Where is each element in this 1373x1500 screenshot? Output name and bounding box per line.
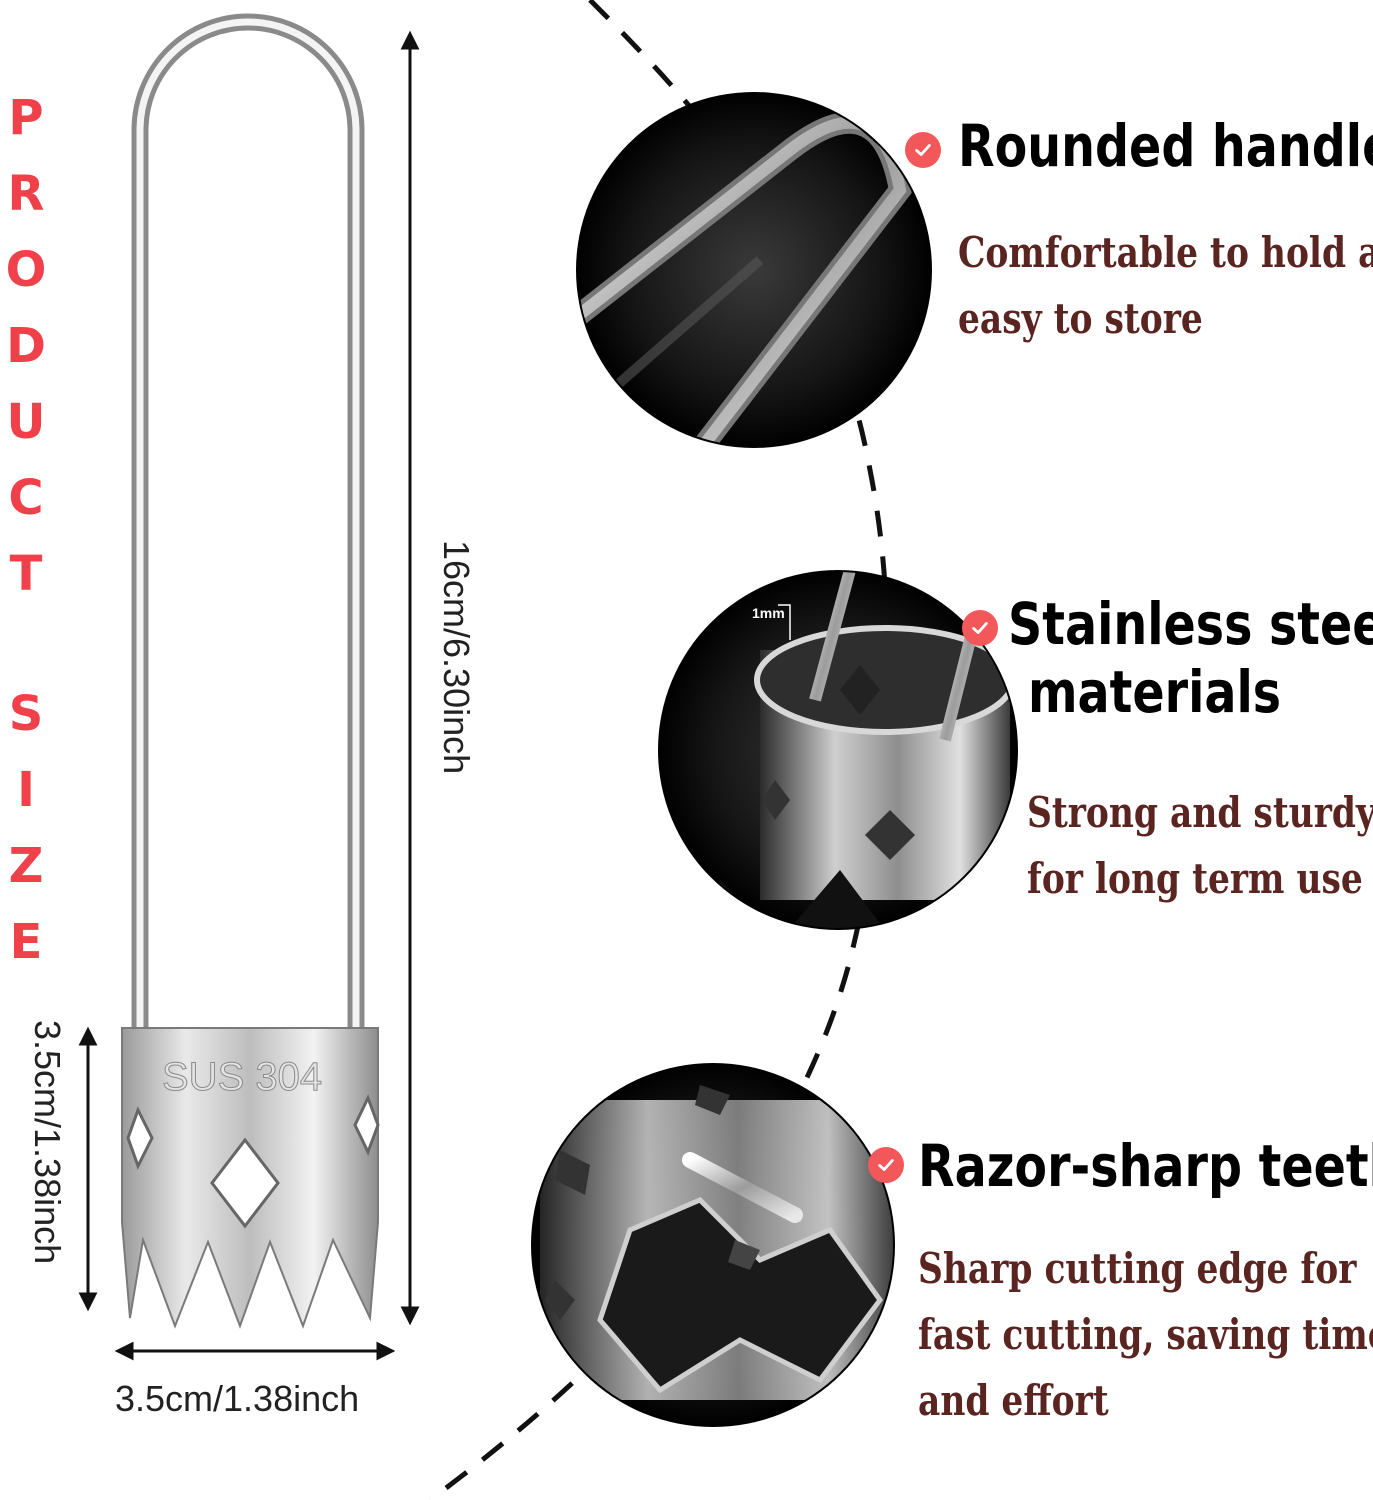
letter: S [8, 686, 44, 742]
letter: C [8, 470, 44, 526]
product-size-vertical-title: P R O D U C T S I Z E [0, 80, 52, 980]
detail-circle-steel: 1mm [658, 570, 1018, 930]
feature-title: Rounded handle [958, 112, 1373, 180]
feature-stainless-steel: Stainless steel materials [1008, 590, 1373, 726]
total-height-label: 16cm/6.30inch [436, 540, 477, 775]
feature-stainless-steel-desc: Strong and sturdy for long term use [1027, 780, 1373, 912]
letter: R [7, 166, 45, 222]
letter: U [6, 394, 46, 450]
letter: I [17, 762, 35, 818]
feature-title: materials [1028, 658, 1282, 726]
dimension-arrows [78, 30, 420, 1361]
feature-desc-line: Sharp cutting edge for [918, 1244, 1357, 1293]
letter: Z [8, 838, 44, 894]
feature-title: Razor-sharp teeth [918, 1132, 1373, 1200]
check-circle-icon [962, 610, 998, 646]
letter: P [8, 90, 44, 146]
letter: O [5, 242, 47, 298]
detail-circle-handle [576, 92, 932, 448]
feature-rounded-handle: Rounded handle Comfortable to hold and e… [958, 112, 1373, 352]
feature-desc-line: Comfortable to hold and [958, 228, 1373, 277]
letter: E [9, 914, 43, 970]
head-width-label: 3.5cm/1.38inch [115, 1378, 360, 1419]
feature-razor-sharp-teeth: Razor-sharp teeth Sharp cutting edge for… [918, 1132, 1373, 1434]
letter: D [6, 318, 46, 374]
head-height-label: 3.5cm/1.38inch [27, 1020, 68, 1265]
feature-desc-line: for long term use [1027, 854, 1363, 903]
word-size: S I Z E [9, 676, 44, 980]
feature-desc-line: easy to store [958, 294, 1203, 343]
detail-circle-teeth [531, 1063, 895, 1427]
feature-desc-line: fast cutting, saving time [918, 1310, 1373, 1359]
check-circle-icon [868, 1147, 904, 1183]
tool-drawing: SUS 304 [121, 13, 380, 1329]
feature-desc-line: Strong and sturdy [1027, 788, 1373, 837]
scale-note: 1mm [752, 605, 785, 621]
word-product: P R O D U C T [6, 80, 47, 612]
feature-desc-line: and effort [918, 1376, 1109, 1425]
letter: T [9, 546, 43, 602]
feature-title: Stainless steel [1008, 590, 1373, 658]
engraving-text: SUS 304 [162, 1055, 322, 1099]
check-circle-icon [905, 132, 941, 168]
